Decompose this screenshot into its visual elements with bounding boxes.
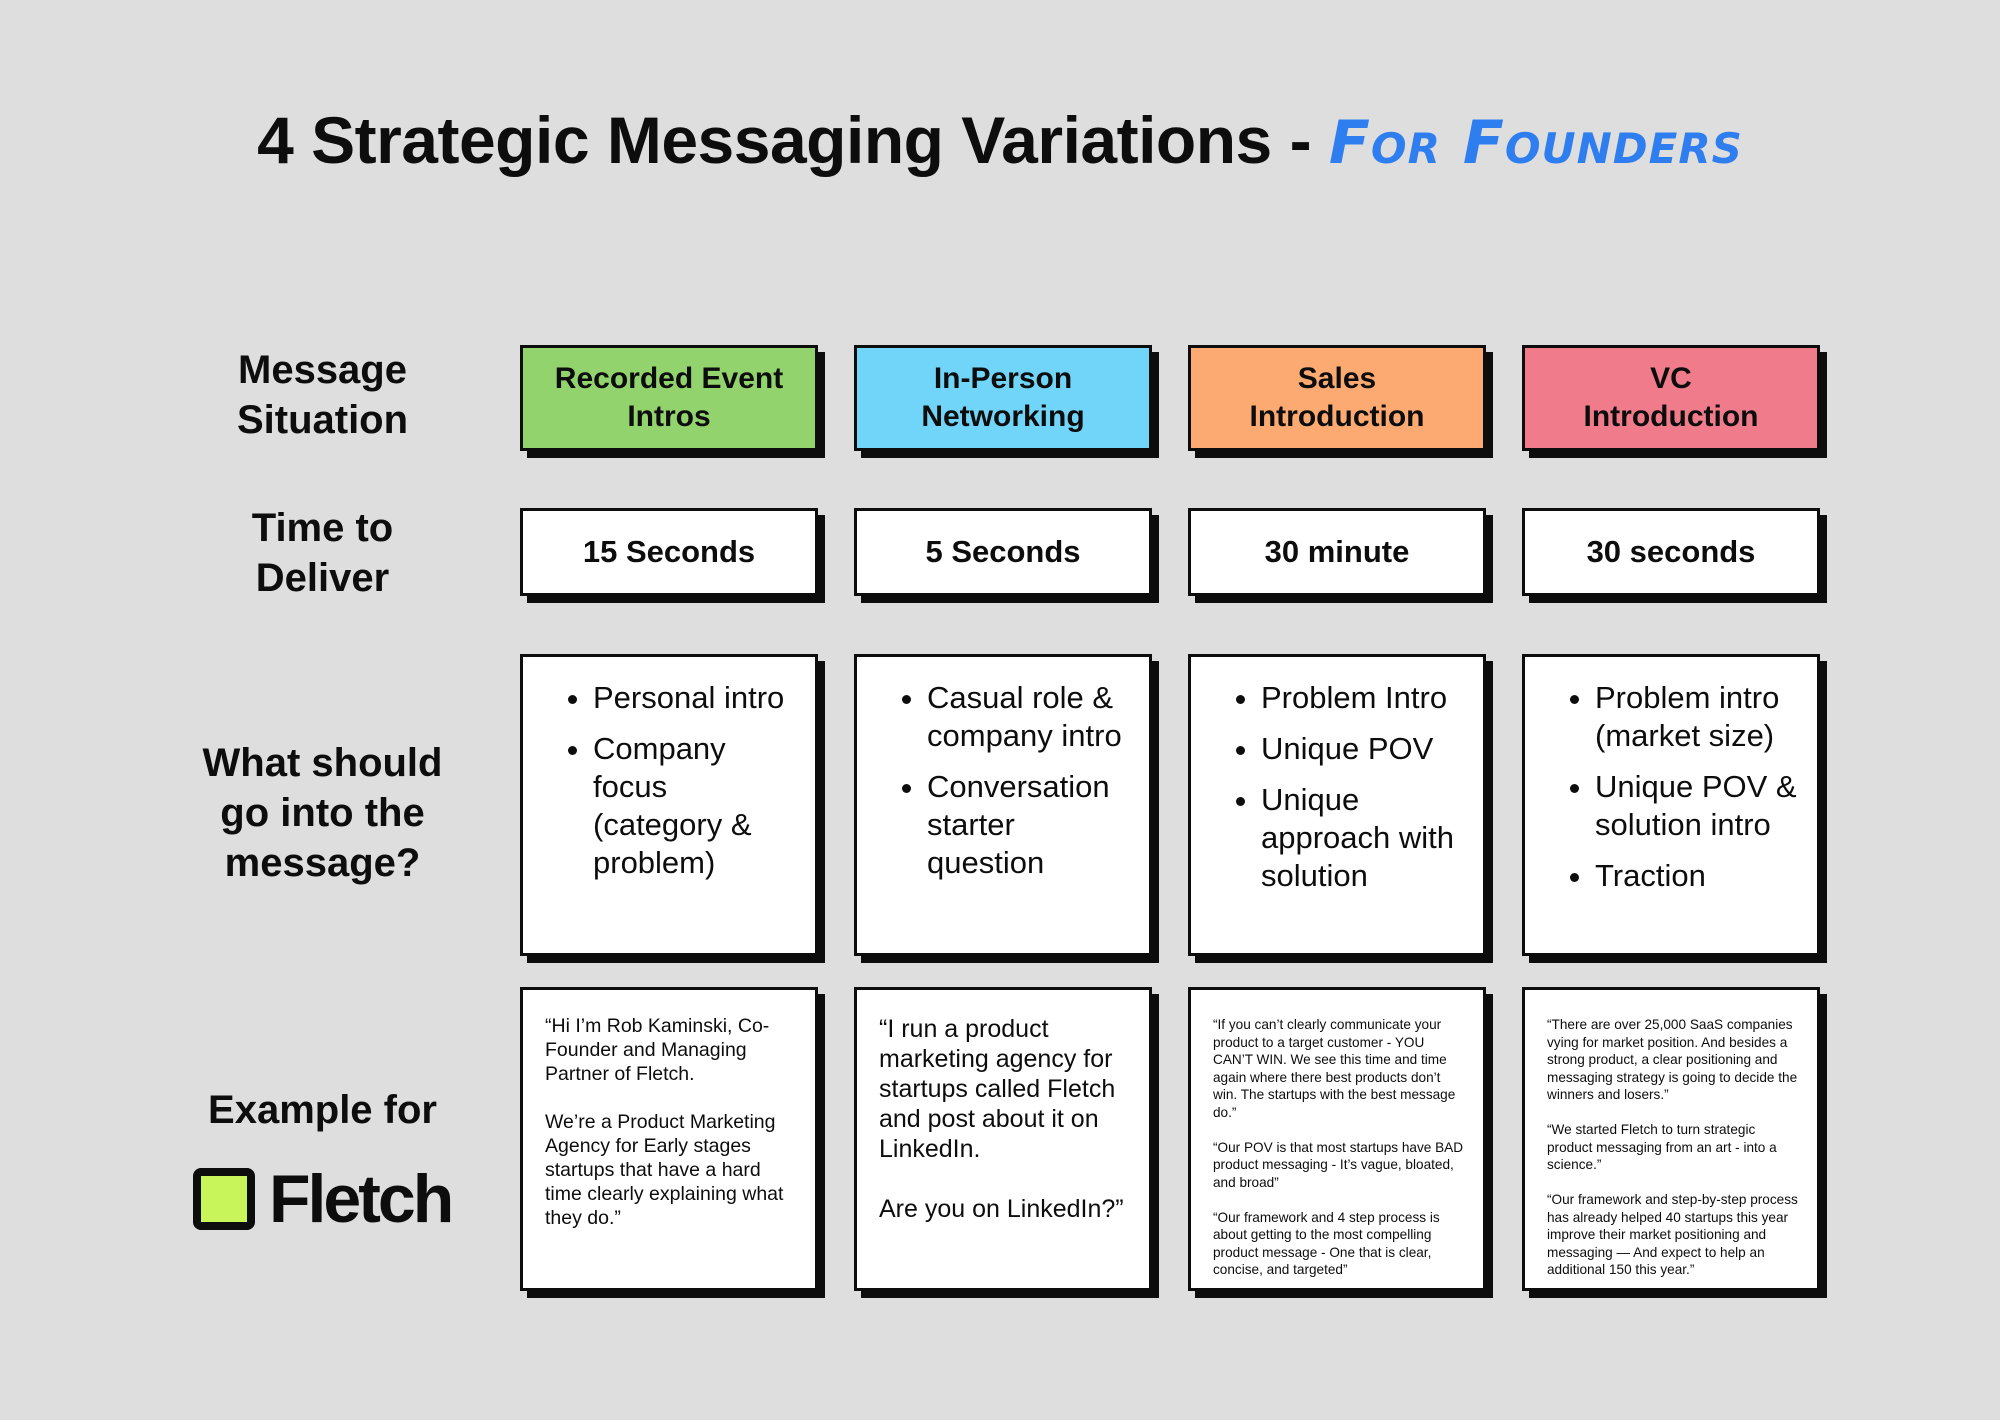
content-list-2: Casual role & company intro Conversation… xyxy=(857,679,1137,882)
content-box-4: Problem intro (market size) Unique POV &… xyxy=(1522,654,1820,956)
time-label-4: 30 seconds xyxy=(1586,534,1756,569)
content-bullet: Unique POV xyxy=(1261,730,1471,768)
time-label-3: 30 minute xyxy=(1264,534,1410,569)
situation-box-3: Sales Introduction xyxy=(1188,345,1486,451)
example-box-2: “I run a product marketing agency for st… xyxy=(854,987,1152,1291)
content-bullet: Problem Intro xyxy=(1261,679,1471,717)
situation-label-4: VC Introduction xyxy=(1583,362,1759,433)
example-box-4: “There are over 25,000 SaaS companies vy… xyxy=(1522,987,1820,1291)
situation-box-2: In-Person Networking xyxy=(854,345,1152,451)
situation-label-2: In-Person Networking xyxy=(921,362,1085,433)
content-list-4: Problem intro (market size) Unique POV &… xyxy=(1525,679,1805,895)
row-label-time: Time to Deliver xyxy=(251,506,394,600)
example-box-1: “Hi I’m Rob Kaminski, Co-Founder and Man… xyxy=(520,987,818,1291)
fletch-logo: Fletch xyxy=(193,1160,454,1238)
content-box-1: Personal intro Company focus (category &… xyxy=(520,654,818,956)
time-box-4: 30 seconds xyxy=(1522,508,1820,596)
time-label-1: 15 Seconds xyxy=(582,534,756,569)
situation-label-3: Sales Introduction xyxy=(1249,362,1425,433)
content-box-3: Problem Intro Unique POV Unique approach… xyxy=(1188,654,1486,956)
row-label-situation: Message Situation xyxy=(236,348,409,442)
content-box-2: Casual role & company intro Conversation… xyxy=(854,654,1152,956)
content-bullet: Unique POV & solution intro xyxy=(1595,768,1805,844)
page-title: 4 Strategic Messaging Variations - For F… xyxy=(0,102,2000,178)
row-label-example: Example for xyxy=(208,1088,437,1132)
time-box-2: 5 Seconds xyxy=(854,508,1152,596)
content-bullet: Personal intro xyxy=(593,679,803,717)
content-bullet: Company focus (category & problem) xyxy=(593,730,803,882)
content-bullet: Conversation starter question xyxy=(927,768,1137,882)
situation-label-1: Recorded Event Intros xyxy=(554,362,784,433)
content-list-3: Problem Intro Unique POV Unique approach… xyxy=(1191,679,1471,895)
example-box-3: “If you can’t clearly communicate your p… xyxy=(1188,987,1486,1291)
content-bullet: Casual role & company intro xyxy=(927,679,1137,755)
time-box-1: 15 Seconds xyxy=(520,508,818,596)
time-box-3: 30 minute xyxy=(1188,508,1486,596)
situation-box-1: Recorded Event Intros xyxy=(520,345,818,451)
row-label-content: What should go into the message? xyxy=(202,741,443,885)
situation-box-4: VC Introduction xyxy=(1522,345,1820,451)
content-bullet: Unique approach with solution xyxy=(1261,781,1471,895)
title-main: 4 Strategic Messaging Variations - xyxy=(257,103,1329,177)
fletch-wordmark: Fletch xyxy=(269,1161,454,1237)
content-bullet: Traction xyxy=(1595,857,1805,895)
fletch-logo-icon xyxy=(193,1168,255,1230)
content-list-1: Personal intro Company focus (category &… xyxy=(523,679,803,882)
time-label-2: 5 Seconds xyxy=(925,534,1081,569)
content-bullet: Problem intro (market size) xyxy=(1595,679,1805,755)
title-subtitle: For Founders xyxy=(1328,108,1743,178)
